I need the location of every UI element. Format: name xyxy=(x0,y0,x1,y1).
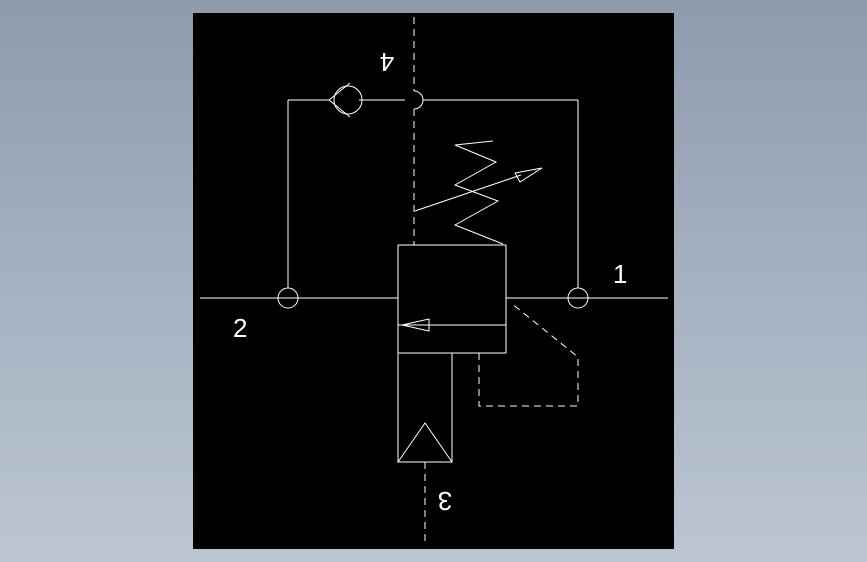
check-valve-circuit xyxy=(287,82,579,288)
pilot-chamber-triangle xyxy=(397,422,453,463)
flow-arrow-head xyxy=(401,318,430,332)
junction-port-1 xyxy=(567,287,589,309)
port-label-2: 2 xyxy=(233,313,247,343)
cad-viewport[interactable]: 1 2 3 4 xyxy=(193,13,674,549)
pilot-chamber xyxy=(397,353,453,545)
drain-lines xyxy=(478,302,579,407)
check-valve-ball xyxy=(333,85,363,115)
check-valve-seat xyxy=(328,82,351,118)
main-flow-line xyxy=(200,287,668,309)
valve-body xyxy=(397,244,507,354)
hydraulic-symbol-drawing: 1 2 3 4 xyxy=(200,17,668,545)
port-label-4: 4 xyxy=(380,47,394,77)
port-label-3: 3 xyxy=(438,486,452,516)
adjust-arrow-head xyxy=(514,167,543,183)
adjustable-spring xyxy=(414,140,543,245)
junction-port-2 xyxy=(277,287,299,309)
port-label-1: 1 xyxy=(613,259,627,289)
